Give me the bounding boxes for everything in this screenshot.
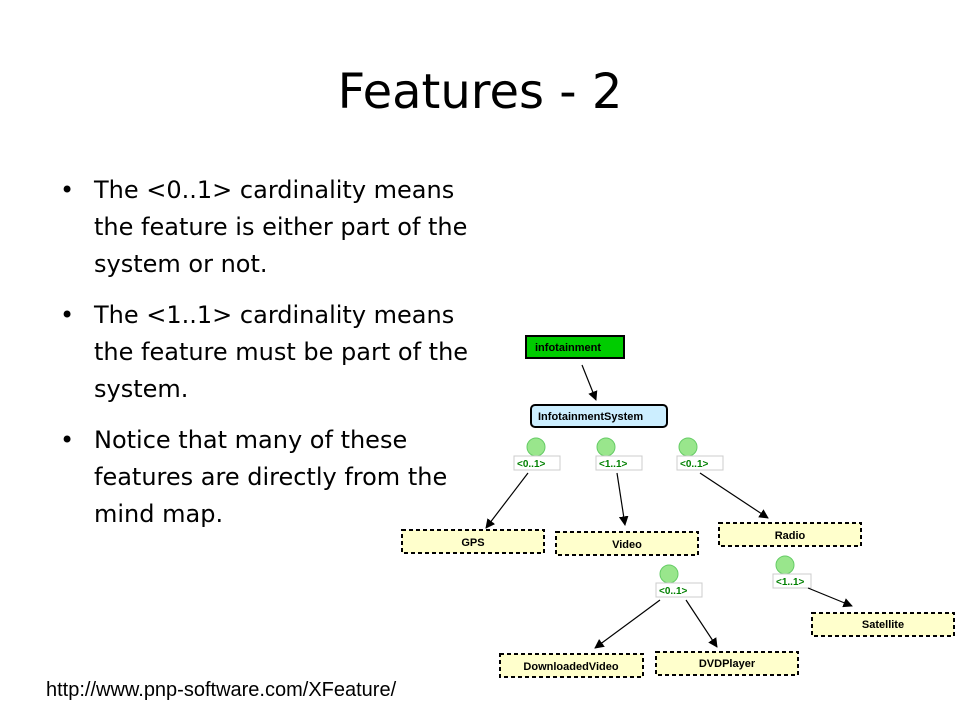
- feature-gps-label: GPS: [461, 537, 484, 549]
- bullet-item: The <1..1> cardinality means the feature…: [60, 297, 490, 408]
- bullet-item: Notice that many of these features are d…: [60, 422, 490, 533]
- cardinality-video-label: <1..1>: [599, 459, 628, 470]
- root-node: infotainment: [525, 335, 625, 359]
- feature-video: Video: [555, 531, 699, 556]
- slide-title: Features - 2: [337, 64, 623, 120]
- edge-video: [616, 472, 629, 526]
- feature-satellite-label: Satellite: [862, 619, 904, 631]
- feature-gps: GPS: [401, 529, 545, 554]
- cardinality-radio-group: <1..1>: [772, 555, 812, 589]
- feature-satellite: Satellite: [811, 612, 955, 637]
- feature-dvd-player: DVDPlayer: [655, 651, 799, 676]
- source-link[interactable]: http://www.pnp-software.com/XFeature/: [46, 679, 397, 701]
- edge-dvd-player: [685, 599, 718, 648]
- cardinality-video-group: <0..1>: [655, 564, 703, 598]
- root-node-label: infotainment: [535, 342, 601, 354]
- cardinality-radio: <0..1>: [676, 437, 724, 471]
- feature-downloaded-video: DownloadedVideo: [499, 653, 644, 678]
- cardinality-gps: <0..1>: [513, 437, 561, 471]
- edge-gps: [485, 472, 529, 529]
- edge-downloaded-video: [594, 599, 661, 649]
- edge-satellite: [807, 587, 853, 608]
- cardinality-video: <1..1>: [595, 437, 643, 471]
- edge-root-system: [581, 364, 598, 401]
- feature-dvd-player-label: DVDPlayer: [699, 658, 756, 670]
- cardinality-video-group-label: <0..1>: [659, 586, 688, 597]
- bullet-item: The <0..1> cardinality means the feature…: [60, 172, 490, 283]
- cardinality-radio-group-label: <1..1>: [776, 577, 805, 588]
- system-node: InfotainmentSystem: [530, 404, 668, 428]
- feature-video-label: Video: [612, 539, 642, 551]
- feature-radio: Radio: [718, 522, 862, 547]
- bullet-list: The <0..1> cardinality means the feature…: [60, 172, 490, 547]
- cardinality-radio-label: <0..1>: [680, 459, 709, 470]
- cardinality-gps-label: <0..1>: [517, 459, 546, 470]
- system-node-label: InfotainmentSystem: [538, 411, 643, 423]
- edge-radio: [699, 472, 769, 519]
- feature-radio-label: Radio: [775, 530, 806, 542]
- feature-downloaded-video-label: DownloadedVideo: [523, 661, 618, 673]
